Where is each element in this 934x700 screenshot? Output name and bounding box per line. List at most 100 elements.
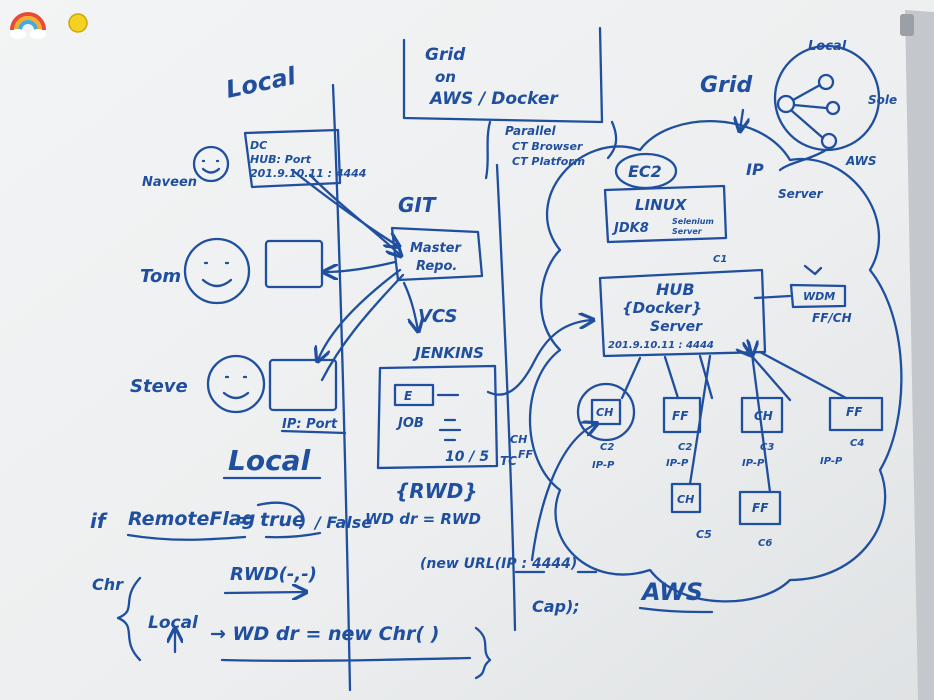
jenkins-label: JENKINS <box>412 344 484 362</box>
rwd-label: {RWD} <box>395 479 478 503</box>
yellow-magnet <box>68 13 88 33</box>
code-rwd-call: RWD(-,-) <box>230 564 317 585</box>
node1-under: IP-P <box>592 460 615 471</box>
parallel-note-2: CT Browser <box>512 140 583 153</box>
hub-to-node-2 <box>663 355 680 400</box>
wdm-browsers: FF/CH <box>812 311 852 325</box>
hub-box <box>598 268 767 358</box>
rainbow-magnet <box>10 12 46 39</box>
aws-big-label: AWS <box>640 578 703 606</box>
node-box-ch-c3 <box>740 396 784 434</box>
node4-under: IP-P <box>820 456 843 467</box>
code-eq: = <box>238 509 254 531</box>
code-remote-flag: RemoteFlag <box>128 508 255 530</box>
hub-line-3: Server <box>650 319 703 335</box>
wdm-box <box>789 283 847 309</box>
node-box-ff-c4 <box>828 396 884 432</box>
right-grid-title: Grid <box>700 73 752 98</box>
hub-line-1: HUB <box>656 280 695 299</box>
user-steve: Steve <box>130 376 188 397</box>
arrow-repo-to-tom <box>325 260 397 272</box>
aws-cloud <box>528 120 903 603</box>
code-new-chr: → WD dr = new Chr( ) <box>210 623 439 645</box>
node2-under: IP-P <box>666 458 689 469</box>
job-label: JOB <box>395 416 424 431</box>
node3-sub: C3 <box>760 442 774 453</box>
repo-box <box>390 226 484 282</box>
hub-line-4: 201.9.10.11 : 4444 <box>608 340 714 351</box>
arrow-repo-to-vcs <box>402 281 418 330</box>
right-ip: IP <box>746 160 764 179</box>
node4-label: FF <box>846 405 863 419</box>
node3-label: CH <box>754 409 773 423</box>
ec2-label: EC2 <box>628 162 662 181</box>
tc-ff: FF <box>518 448 534 461</box>
code-new-url: (new URL(IP : 4444) <box>420 556 577 572</box>
tc-label: TC <box>500 454 517 468</box>
repo-line-1: Master <box>410 241 462 256</box>
node4-sub: C4 <box>850 438 864 449</box>
node6-label: FF <box>752 501 769 515</box>
face-steve <box>206 354 266 414</box>
hub-to-node-6 <box>752 354 772 494</box>
ip-port-underline <box>280 429 347 435</box>
repo-line-2: Repo. <box>416 259 457 274</box>
job-count: 10 / 5 <box>445 449 489 465</box>
vcs-label: VCS <box>418 306 457 327</box>
job-e-box <box>393 383 435 407</box>
local-label: Local <box>228 444 311 477</box>
c1-label: C1 <box>713 254 727 265</box>
jenkins-box <box>376 364 499 470</box>
node2-label: FF <box>672 409 689 423</box>
dc-line-1: DC <box>250 139 267 152</box>
frame-clip <box>900 14 914 36</box>
right-sole: Sole <box>868 93 897 107</box>
tc-ch: CH <box>510 433 527 446</box>
dc-box <box>243 128 342 189</box>
right-server: Server <box>778 187 824 201</box>
code-false: / False <box>313 513 372 532</box>
laptop-steve <box>268 358 338 412</box>
node1-label: CH <box>596 406 613 419</box>
node2-sub: C2 <box>678 442 692 453</box>
face-naveen <box>192 145 230 183</box>
node-box-ff-c6 <box>738 490 782 526</box>
node5-sub: C5 <box>696 528 712 541</box>
ip-port-label: IP: Port <box>282 417 338 432</box>
wdm-label: WDM <box>803 290 835 303</box>
code-if: if <box>90 509 108 533</box>
node-box-ff-c2 <box>662 396 702 434</box>
node6-sub: C6 <box>758 538 772 549</box>
code-cap: Cap); <box>532 597 580 616</box>
grid-box-line-2: on <box>435 68 456 86</box>
brace-left <box>116 576 142 662</box>
dc-line-3: 201.9.10.11 : 4444 <box>250 167 366 180</box>
node1-sub: C2 <box>600 442 614 453</box>
parallel-note-3: CT Platform <box>512 155 585 168</box>
board-frame-right <box>905 10 934 700</box>
hub-to-node-4 <box>758 350 848 400</box>
face-tom <box>183 237 251 305</box>
right-aws-small: AWS <box>845 154 877 168</box>
arrow-ip-to-node <box>530 424 596 562</box>
dc-line-2: HUB: Port <box>250 153 312 166</box>
node-box-ch-c2 <box>590 398 622 426</box>
git-label: GIT <box>398 193 437 217</box>
hub-line-2: {Docker} <box>622 299 702 317</box>
node3-under: IP-P <box>742 458 765 469</box>
arrow-repo-to-steve <box>318 268 402 360</box>
jdk-label: JDK8 <box>611 221 649 236</box>
job-e-label: E <box>404 389 413 403</box>
grid-aws-box <box>402 26 604 124</box>
grid-box-line-1: Grid <box>425 45 466 65</box>
code-chr: Chr <box>92 575 124 594</box>
parallel-note-1: Parallel <box>505 124 557 138</box>
divider-line-left <box>331 83 352 692</box>
selenium-label-2: Server <box>672 227 703 236</box>
divider-line-middle <box>495 163 517 632</box>
node5-label: CH <box>677 493 694 506</box>
linux-box <box>603 184 728 244</box>
user-naveen: Naveen <box>142 175 197 190</box>
